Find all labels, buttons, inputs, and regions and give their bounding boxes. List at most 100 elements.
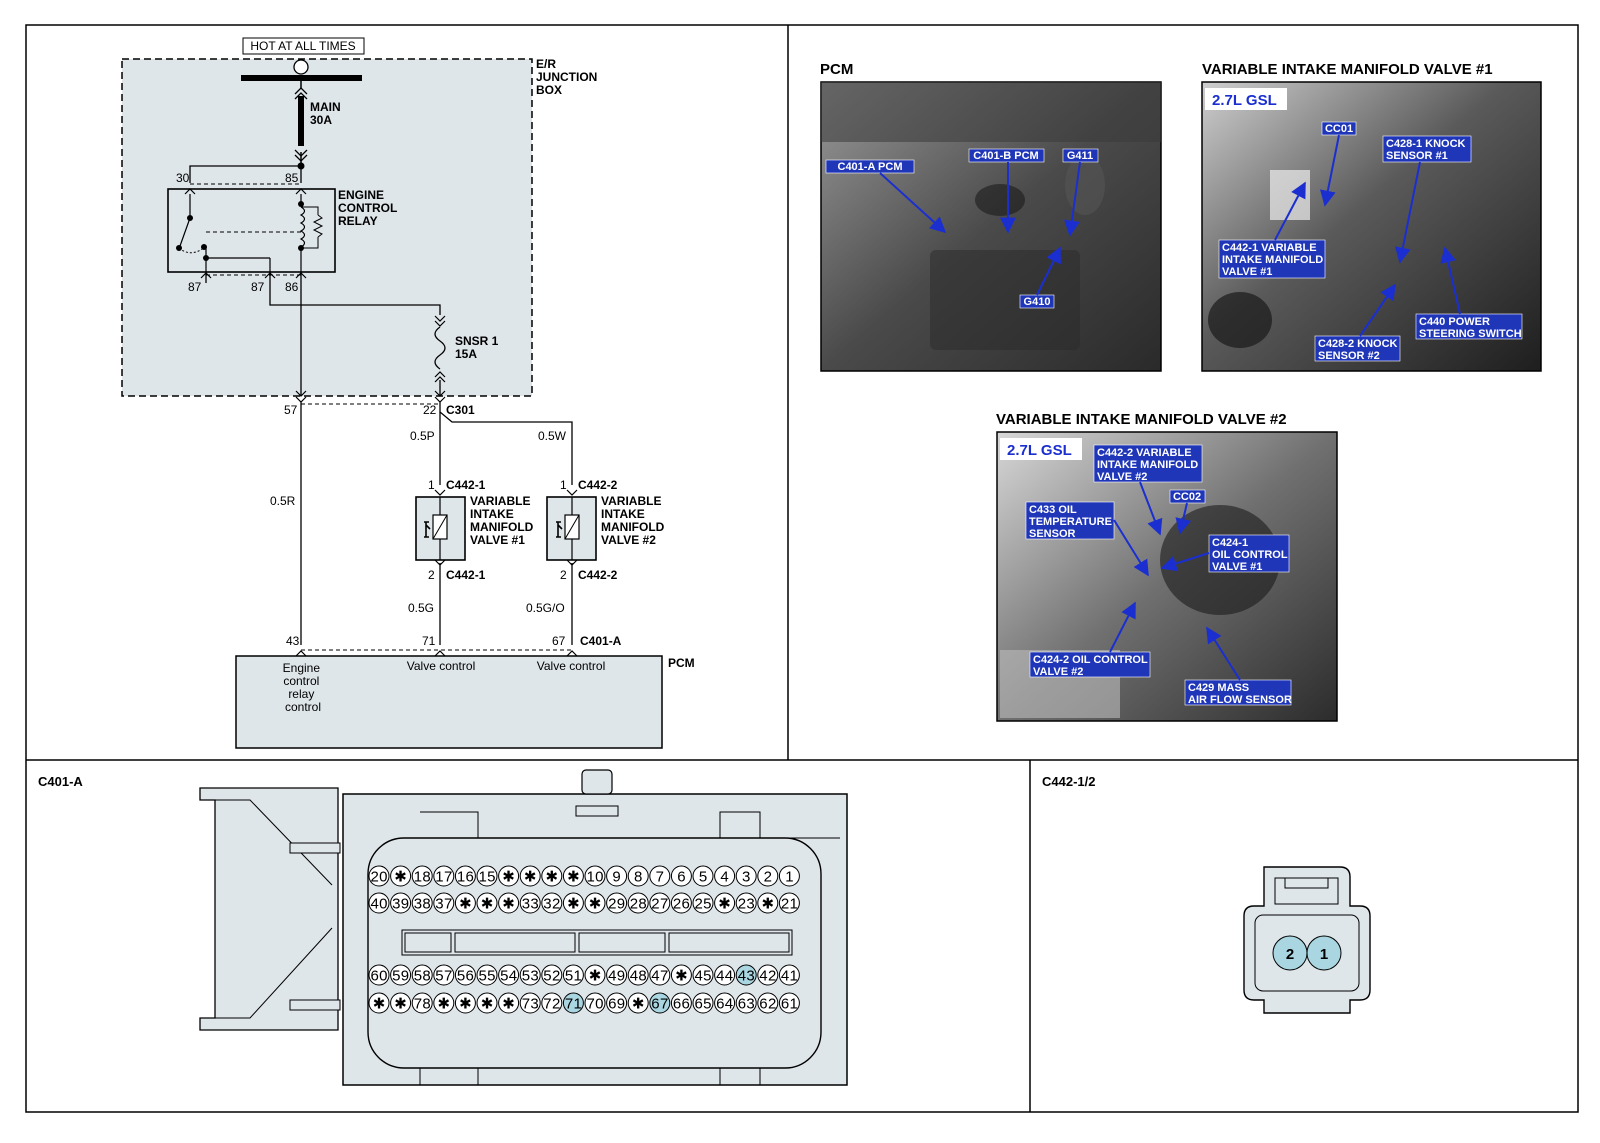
page-frame: [25, 24, 1579, 1113]
pcm-pin-67: 67: [552, 634, 566, 648]
c401a-pin-cell: [778, 964, 800, 986]
c442-pin-number: 1: [1320, 946, 1328, 963]
c401a-pin-number: 66: [673, 996, 690, 1013]
pcm-pin-43: 43: [286, 634, 300, 648]
photo-valve2: VARIABLE INTAKE MANIFOLD VALVE #2 2.7L G…: [996, 411, 1338, 722]
c401a-pin-number: 18: [414, 869, 431, 886]
c401a-pin-cell: [390, 992, 412, 1014]
callout-maf-sensor: [1184, 679, 1292, 706]
relay-pin-30: 30: [176, 171, 190, 185]
c401a-pin-number: 32: [543, 896, 560, 913]
c401a-pin-number: ✱: [567, 896, 580, 913]
c401a-pin-cell: [670, 892, 692, 914]
pcm-box: [235, 655, 663, 749]
c401a-pin-number: ✱: [567, 869, 580, 886]
c401a-pin-cell: [584, 865, 606, 887]
c401a-pin-cell: [519, 892, 541, 914]
c401a-pin-cell: [778, 865, 800, 887]
c401a-pin-cell: [519, 964, 541, 986]
c401a-pin-number: ✱: [524, 869, 537, 886]
c401a-pin-number: ✱: [459, 996, 472, 1013]
c401a-pin-cell: [454, 992, 476, 1014]
c401a-pin-cell: [390, 865, 412, 887]
c401a-pin-number: 44: [716, 968, 733, 985]
relay-pin-86: 86: [285, 280, 299, 294]
callout-vim-valve-2: [1093, 444, 1203, 483]
photo-valve2-title: VARIABLE INTAKE MANIFOLD VALVE #2: [996, 411, 1287, 428]
sensor-fuse: [434, 326, 446, 370]
c401a-pin-number: 2: [764, 869, 772, 886]
c401a-pin-cell: [584, 992, 606, 1014]
pcm-valve1-control-label: Valve control: [407, 659, 475, 673]
svg-text:CC01: CC01: [1325, 123, 1353, 135]
c401a-pin-number: ✱: [502, 996, 515, 1013]
c442-pin-number: 2: [1286, 946, 1294, 963]
c401a-pin-cell: [606, 892, 628, 914]
c401a-pin-number: 54: [500, 968, 517, 985]
sensor-fuse-label: SNSR 1 15A: [455, 334, 502, 361]
valve2-label: VARIABLE INTAKE MANIFOLD VALVE #2: [601, 494, 668, 547]
c401a-pin-number: 70: [587, 996, 604, 1013]
valve1-pin-bottom: 2: [428, 568, 435, 582]
c401a-pin-cell: [757, 964, 779, 986]
c401a-pin-cell: [627, 992, 649, 1014]
c401a-pin-cell: [714, 865, 736, 887]
c401a-pin-cell: [411, 892, 433, 914]
c401a-pin-cell: [433, 865, 455, 887]
c401a-pin-number: ✱: [589, 896, 602, 913]
relay-coil: [299, 206, 306, 248]
callout-oil-control-valve-2: [1029, 651, 1151, 678]
c401a-pin-number: 21: [781, 896, 798, 913]
c401a-pin-number: 16: [457, 869, 474, 886]
valve2-pin-bottom: 2: [560, 568, 567, 582]
valve1-pin-top: 1: [428, 478, 435, 492]
c401a-pin-cell: [584, 892, 606, 914]
c401a-pin-number: 49: [608, 968, 625, 985]
c401a-pin-number: ✱: [762, 896, 775, 913]
c401a-pin-cell: [541, 964, 563, 986]
c301-pin-22: 22: [423, 403, 437, 417]
junction-box: [121, 58, 533, 397]
c401a-pin-number: 20: [371, 869, 388, 886]
c401a-pin-cell: [627, 892, 649, 914]
c401a-pin-number: 6: [677, 869, 685, 886]
c401a-pin-number: ✱: [632, 996, 645, 1013]
c401a-pin-cell: [757, 892, 779, 914]
c442-pin-cell: [1306, 935, 1342, 971]
bus-terminal: [293, 59, 309, 75]
c401a-pin-number: 60: [371, 968, 388, 985]
c401a-pin-cell: [692, 892, 714, 914]
valve1-conn-bottom: C442-1: [446, 568, 486, 582]
c401a-pin-cell: [735, 964, 757, 986]
c401a-pin-number: 48: [630, 968, 647, 985]
c401a-pin-cell: [714, 992, 736, 1014]
c401a-pin-cell: [778, 992, 800, 1014]
c401a-pin-number: 43: [738, 968, 755, 985]
c401a-pin-cell: [476, 865, 498, 887]
c401a-pin-cell: [714, 964, 736, 986]
pcm-pin-71: 71: [422, 634, 436, 648]
c401a-pin-number: 47: [651, 968, 668, 985]
c401a-pin-cell: [498, 865, 520, 887]
svg-text:2.7L GSL: 2.7L GSL: [1007, 442, 1072, 459]
c401a-pin-cell: [454, 892, 476, 914]
c401a-pin-cell: [562, 892, 584, 914]
c401a-pin-cell: [670, 964, 692, 986]
c401a-pin-number: 9: [612, 869, 620, 886]
c401a-pin-number: 25: [695, 896, 712, 913]
junction-box-label: E/R JUNCTION BOX: [536, 57, 601, 97]
c401a-pin-cell: [498, 892, 520, 914]
c401a-pin-cell: [670, 992, 692, 1014]
c401a-pin-number: ✱: [481, 996, 494, 1013]
c401a-pin-cell: [411, 992, 433, 1014]
c401a-pin-number: ✱: [481, 896, 494, 913]
pcm-relay-control-label: Engine control relay control: [283, 661, 324, 714]
c401a-label: C401-A: [38, 774, 83, 789]
c401a-pin-number: 65: [695, 996, 712, 1013]
